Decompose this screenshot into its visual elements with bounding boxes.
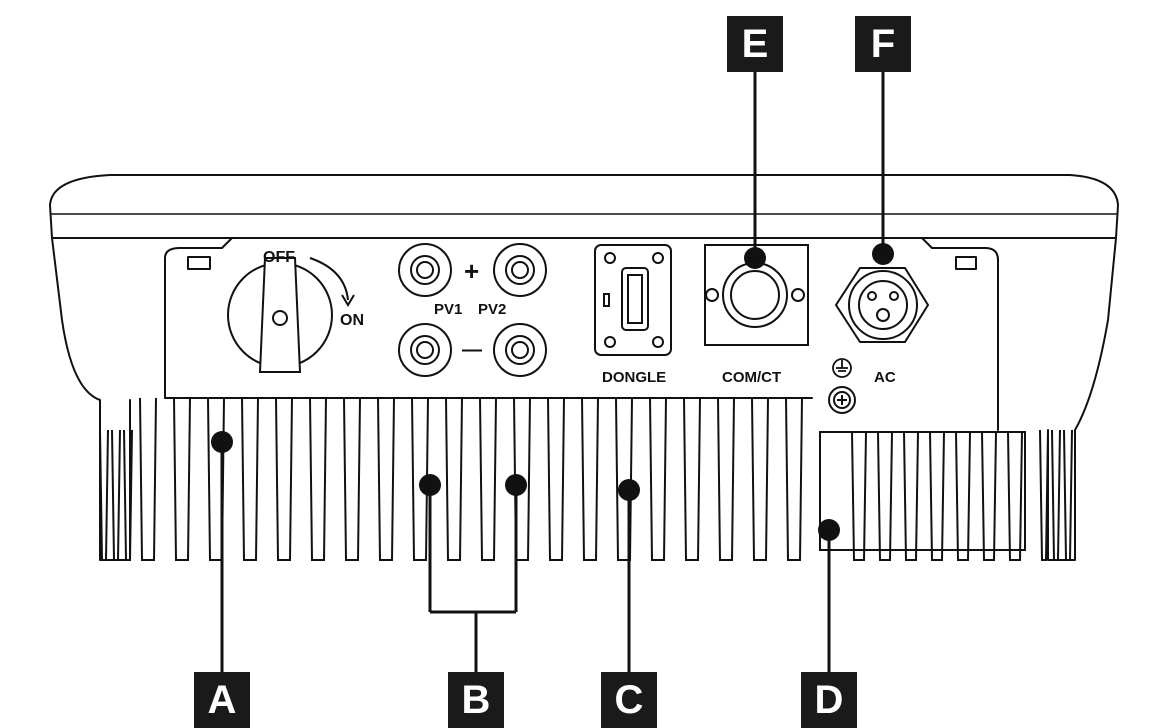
switch-off-label: OFF xyxy=(263,249,295,266)
callout-d: D xyxy=(801,672,857,728)
heat-sink-fin xyxy=(309,397,327,561)
callout-dots xyxy=(211,243,894,541)
heat-sink-fin xyxy=(751,397,769,561)
heat-sink-fin xyxy=(903,431,919,561)
heat-sink-fin xyxy=(581,397,599,561)
ac-label: AC xyxy=(874,369,896,386)
heat-sink-fin xyxy=(377,397,395,561)
heat-sink-fin xyxy=(717,397,735,561)
pv1-minus-connector xyxy=(398,323,452,377)
connection-panel xyxy=(164,237,999,431)
heat-sink-fin xyxy=(615,397,633,561)
heat-sink-fin xyxy=(111,429,121,561)
heat-sink-fin xyxy=(479,397,497,561)
dc-switch[interactable] xyxy=(227,257,355,373)
heat-sink-fins xyxy=(99,397,1073,561)
heat-sink-fin xyxy=(139,397,157,561)
heat-sink-block xyxy=(819,431,1026,551)
heat-sink-fin xyxy=(445,397,463,561)
heat-sink-fin xyxy=(173,397,191,561)
ac-port[interactable] xyxy=(834,267,930,343)
callout-leaders xyxy=(220,72,885,672)
heat-sink-fin xyxy=(1007,431,1023,561)
callout-c: C xyxy=(601,672,657,728)
heat-sink-fin xyxy=(275,397,293,561)
heat-sink-fin xyxy=(929,431,945,561)
heat-sink-fin xyxy=(1063,429,1073,561)
inverter-top-cover xyxy=(49,174,1119,239)
com-ct-label: COM/CT xyxy=(722,369,781,386)
heat-sink-fin xyxy=(241,397,259,561)
callout-a: A xyxy=(194,672,250,728)
pv2-label: PV2 xyxy=(478,301,506,318)
heat-sink-fin xyxy=(123,429,133,561)
pv-connectors[interactable] xyxy=(398,243,547,377)
pv1-label: PV1 xyxy=(434,301,462,318)
heat-sink-fin xyxy=(343,397,361,561)
heat-sink-fin xyxy=(1039,429,1049,561)
heat-sink-fin xyxy=(99,429,109,561)
heat-sink-fin xyxy=(851,431,867,561)
pv1-plus-connector xyxy=(398,243,452,297)
heat-sink-fin xyxy=(683,397,701,561)
heat-sink-fin xyxy=(981,431,997,561)
dongle-port[interactable] xyxy=(594,244,672,356)
heat-sink-fin xyxy=(1051,429,1061,561)
callout-b: B xyxy=(448,672,504,728)
pv2-minus-connector xyxy=(493,323,547,377)
heat-sink-fin xyxy=(649,397,667,561)
dongle-label: DONGLE xyxy=(602,369,666,386)
pv-plus-sign: + xyxy=(464,256,479,286)
ground-icon xyxy=(832,358,852,378)
callout-e: E xyxy=(727,16,783,72)
switch-on-label: ON xyxy=(340,312,364,329)
ground-screw[interactable] xyxy=(828,386,856,414)
pv2-plus-connector xyxy=(493,243,547,297)
heat-sink-fin xyxy=(955,431,971,561)
heat-sink-fin xyxy=(547,397,565,561)
callout-f: F xyxy=(855,16,911,72)
heat-sink-fin xyxy=(877,431,893,561)
heat-sink-fin xyxy=(785,397,803,561)
pv-minus-sign: — xyxy=(462,339,482,361)
